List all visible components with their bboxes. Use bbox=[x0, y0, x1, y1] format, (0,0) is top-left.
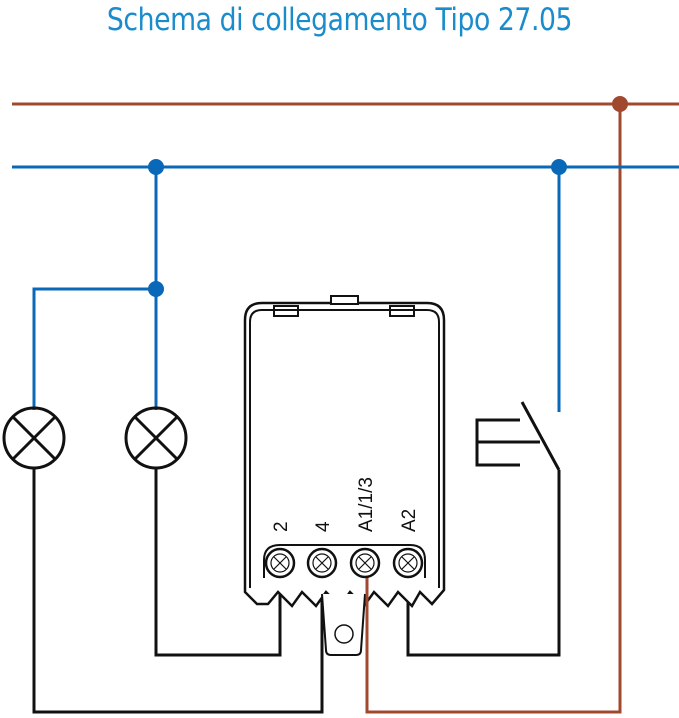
relay-module bbox=[243, 295, 446, 656]
switch-contact bbox=[520, 401, 561, 471]
mounting-hole bbox=[334, 624, 354, 644]
load-wiring bbox=[32, 468, 561, 714]
neutral-junction-dot-2 bbox=[148, 281, 164, 297]
lamp1-return-wire bbox=[32, 468, 324, 714]
neutral-wiring bbox=[12, 159, 679, 412]
terminal-label-a2: A2 bbox=[399, 509, 420, 532]
pushbutton-switch bbox=[475, 401, 561, 471]
diagram-title: Schema di collegamento Tipo 27.05 bbox=[106, 2, 573, 38]
neutral-to-lamp1 bbox=[32, 287, 156, 410]
relay-top-clip bbox=[330, 295, 359, 305]
terminal-label-2: 2 bbox=[271, 521, 292, 532]
lamp-2 bbox=[124, 406, 188, 470]
terminals bbox=[264, 547, 424, 579]
lamp2-to-terminal-2 bbox=[154, 468, 282, 657]
relay-housing bbox=[243, 301, 446, 609]
terminal-2-screw bbox=[264, 547, 296, 579]
terminal-label-a1: A1/1/3 bbox=[356, 477, 377, 532]
relay-tab-left bbox=[273, 305, 299, 317]
neutral-junction-dot-3 bbox=[551, 159, 567, 175]
switch-to-a2-wire bbox=[406, 470, 561, 657]
lamp-1 bbox=[2, 406, 66, 470]
phase-junction-dot bbox=[612, 96, 628, 112]
terminal-4-screw bbox=[306, 547, 338, 579]
terminal-label-4: 4 bbox=[313, 521, 334, 532]
terminal-block bbox=[263, 544, 426, 578]
terminal-a2-screw bbox=[392, 547, 424, 579]
terminal-a1-screw bbox=[349, 547, 381, 579]
neutral-junction-dot-1 bbox=[148, 159, 164, 175]
relay-tab-right bbox=[389, 305, 415, 317]
